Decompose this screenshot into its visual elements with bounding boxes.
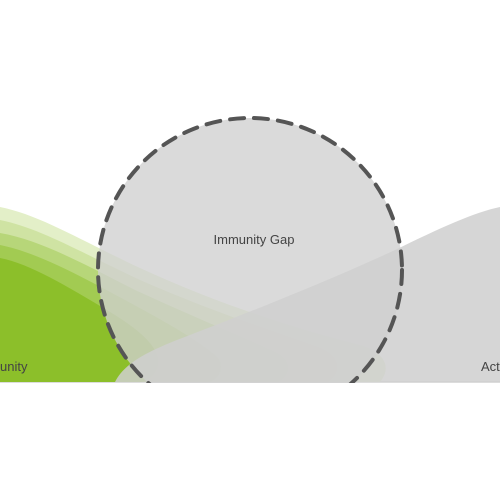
immunity-gap-circle — [96, 116, 404, 424]
immunity-layer-5 — [0, 258, 159, 382]
maternal-immunity-label: unity — [0, 359, 28, 374]
active-immunity-label: Act — [481, 359, 500, 374]
immunity-gap-label: Immunity Gap — [214, 232, 295, 247]
bottom-blank-area — [0, 383, 500, 500]
